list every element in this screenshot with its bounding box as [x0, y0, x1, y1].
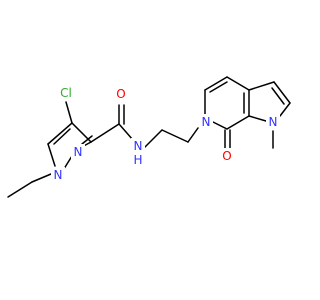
atom-label-n-pyrrole: N	[269, 115, 278, 129]
bond-ch2-ch2	[161, 129, 189, 143]
atom-pyridinone-nitrogen: N	[199, 114, 213, 130]
atom-amide-nitrogen: N H	[131, 138, 145, 167]
bond-ch2-n6	[187, 127, 199, 143]
bond-n1-c7a	[248, 115, 267, 122]
atom-pyrrole-nitrogen: N	[266, 114, 280, 130]
atom-mask	[51, 167, 65, 183]
bond-carbonyl-nh	[118, 123, 134, 141]
atom-label-n-pyrazole-2: N	[74, 145, 83, 159]
bond-c5-c4	[204, 76, 228, 91]
bond-nh-ch2	[143, 129, 163, 149]
bond-c3-c2-inner	[271, 87, 285, 105]
atom-mask	[266, 114, 280, 130]
bond-c4-c5-inner	[53, 128, 71, 145]
bond-c3-c4	[71, 122, 92, 143]
atom-label-n-pyridinone: N	[202, 115, 211, 129]
bond-c2-n1	[279, 102, 291, 117]
atom-label-nh-n: N	[134, 139, 143, 153]
molecule-structure-diagram: Cl O N H N N N O N	[7, 76, 291, 198]
atom-mask	[55, 85, 77, 101]
atom-pyrazole-n2: N	[71, 144, 85, 160]
atom-mask	[71, 144, 85, 160]
bond-ethyl-ch3-ch2	[7, 181, 33, 198]
bond-c4-c5	[47, 122, 73, 145]
bond-c3a-c3	[248, 81, 275, 91]
atom-label-o-amide: O	[116, 87, 125, 101]
atom-mask	[199, 114, 213, 130]
atom-mask	[131, 138, 145, 154]
atom-label-cl: Cl	[60, 86, 72, 100]
atom-label-o-lactam: O	[222, 149, 231, 163]
atom-label-nh-h: H	[133, 153, 142, 167]
bond-c7-n6	[212, 121, 228, 130]
atom-label-layer: Cl O N H N N N O N	[51, 85, 280, 183]
bond-n2-c3-inner	[81, 135, 93, 145]
atom-pyrazole-n1: N	[51, 167, 65, 183]
bond-layer	[7, 76, 291, 198]
atom-mask	[220, 148, 234, 164]
bond-c7a-c7	[226, 115, 250, 130]
atom-label-n-pyrazole-1: N	[54, 168, 63, 182]
bond-c3-c2	[273, 81, 291, 104]
atom-amide-oxygen: O	[114, 86, 128, 102]
atom-lactam-oxygen: O	[220, 148, 234, 164]
atom-chlorine: Cl	[55, 85, 77, 101]
bond-c5-n1	[47, 143, 56, 167]
bond-c5-c4-inner	[209, 81, 228, 93]
bond-c3-carbonyl	[90, 123, 120, 143]
atom-mask	[114, 86, 128, 102]
bond-c4-cl	[65, 101, 73, 124]
bond-c4-c3a	[226, 76, 250, 91]
bond-ethyl-ch2-n1	[31, 173, 52, 183]
